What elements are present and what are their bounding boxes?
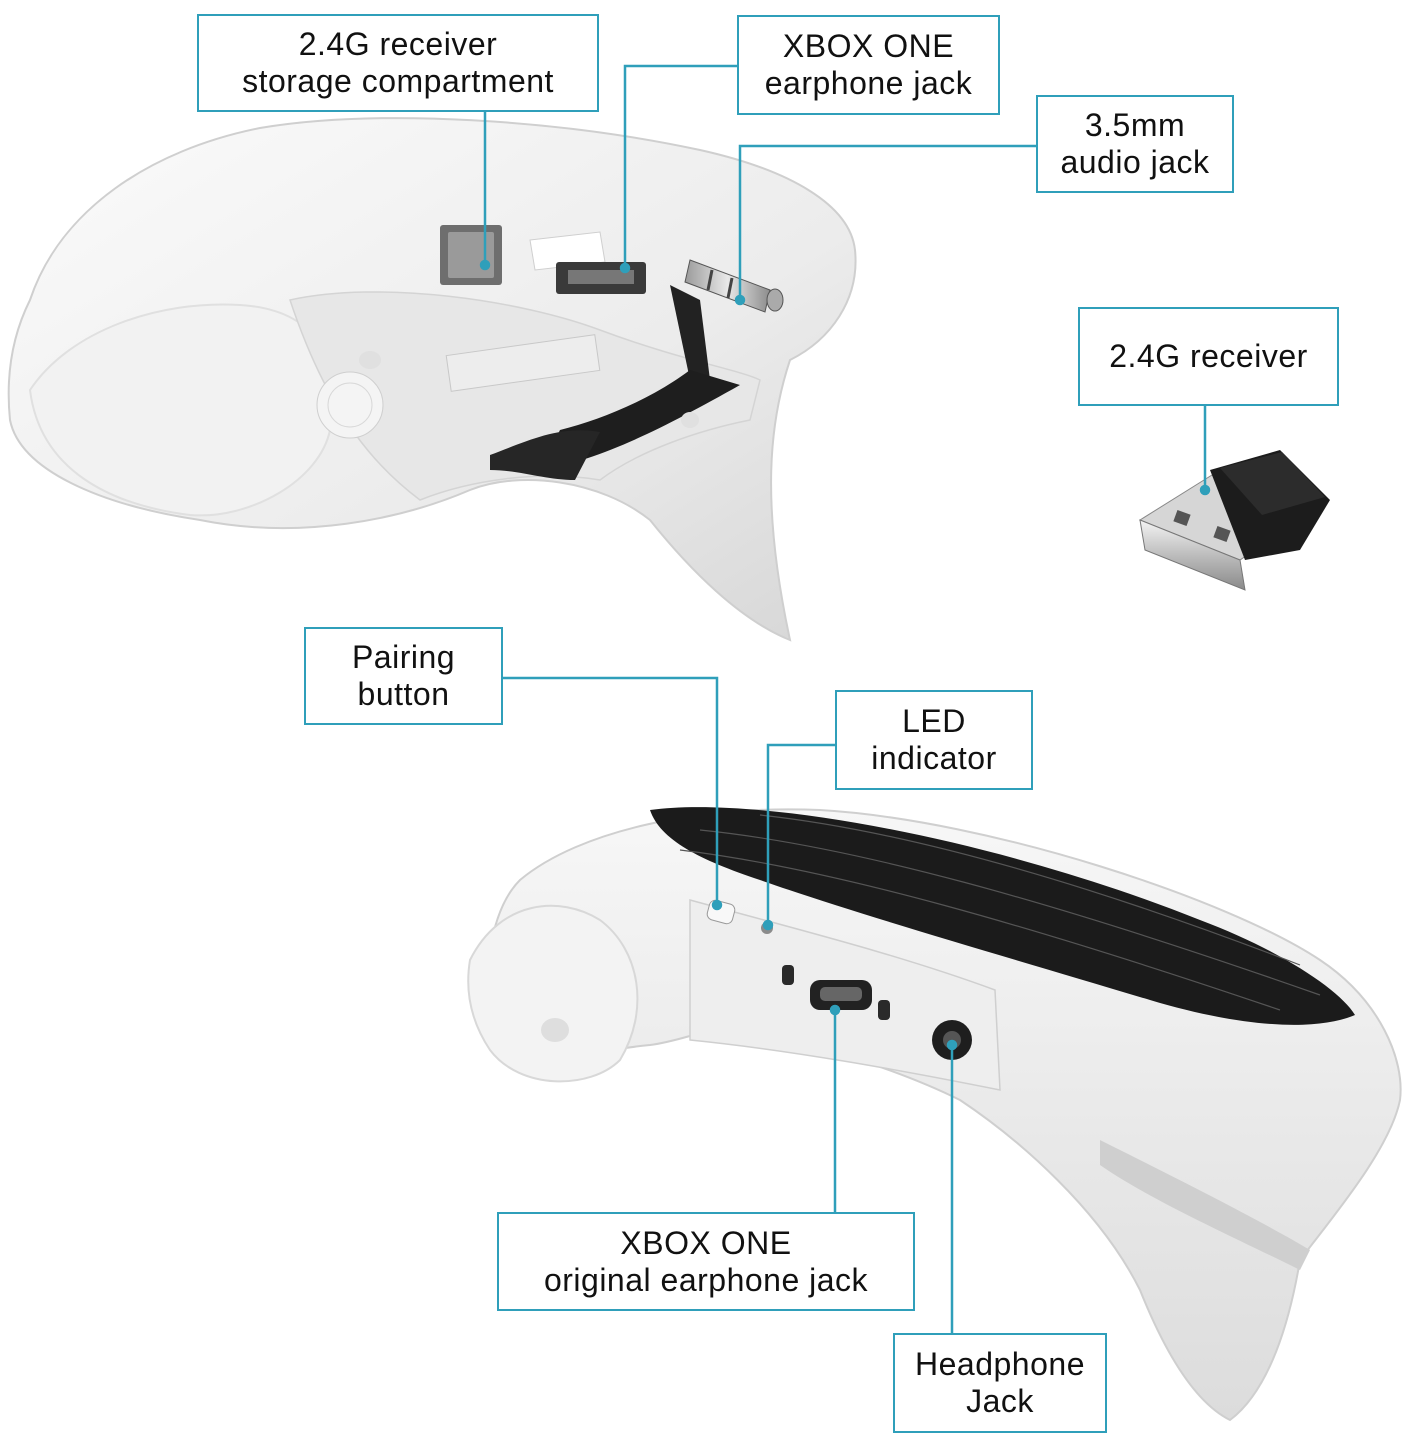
callout-label: audio jack xyxy=(1060,144,1210,180)
callout-receiver: 2.4G receiver xyxy=(1078,307,1339,406)
leader-lines xyxy=(479,64,1211,1333)
callout-receiver-storage: 2.4G receiver storage compartment xyxy=(197,14,599,112)
callout-label: Jack xyxy=(966,1383,1034,1419)
callout-label: Headphone xyxy=(915,1346,1085,1382)
callout-label: 2.4G receiver xyxy=(1109,338,1308,374)
callout-label: storage compartment xyxy=(242,63,554,99)
callout-label: button xyxy=(357,676,450,712)
keyboard-keys xyxy=(650,807,1355,1025)
callout-led-indicator: LED indicator xyxy=(835,690,1033,790)
callout-label: earphone jack xyxy=(764,65,973,101)
keyboard-front-view xyxy=(467,807,1402,1422)
callout-xbox-original-jack: XBOX ONE original earphone jack xyxy=(497,1212,915,1311)
callout-pairing-button: Pairing button xyxy=(304,627,503,725)
callout-label: LED xyxy=(902,703,966,739)
callout-label: original earphone jack xyxy=(543,1261,869,1298)
usb-receiver-icon xyxy=(1138,450,1330,591)
callout-audio-jack: 3.5mm audio jack xyxy=(1036,95,1234,193)
keyboard-back-view xyxy=(7,117,857,642)
callout-label: 3.5mm xyxy=(1084,107,1186,143)
callout-label: 2.4G receiver xyxy=(298,26,498,62)
callout-headphone-jack: Headphone Jack xyxy=(893,1333,1107,1433)
callout-label: XBOX ONE xyxy=(620,1224,792,1261)
callout-label: XBOX ONE xyxy=(782,28,955,64)
callout-label: Pairing xyxy=(351,639,456,675)
callout-xbox-earphone-jack: XBOX ONE earphone jack xyxy=(737,15,1000,115)
callout-label: indicator xyxy=(871,740,997,776)
